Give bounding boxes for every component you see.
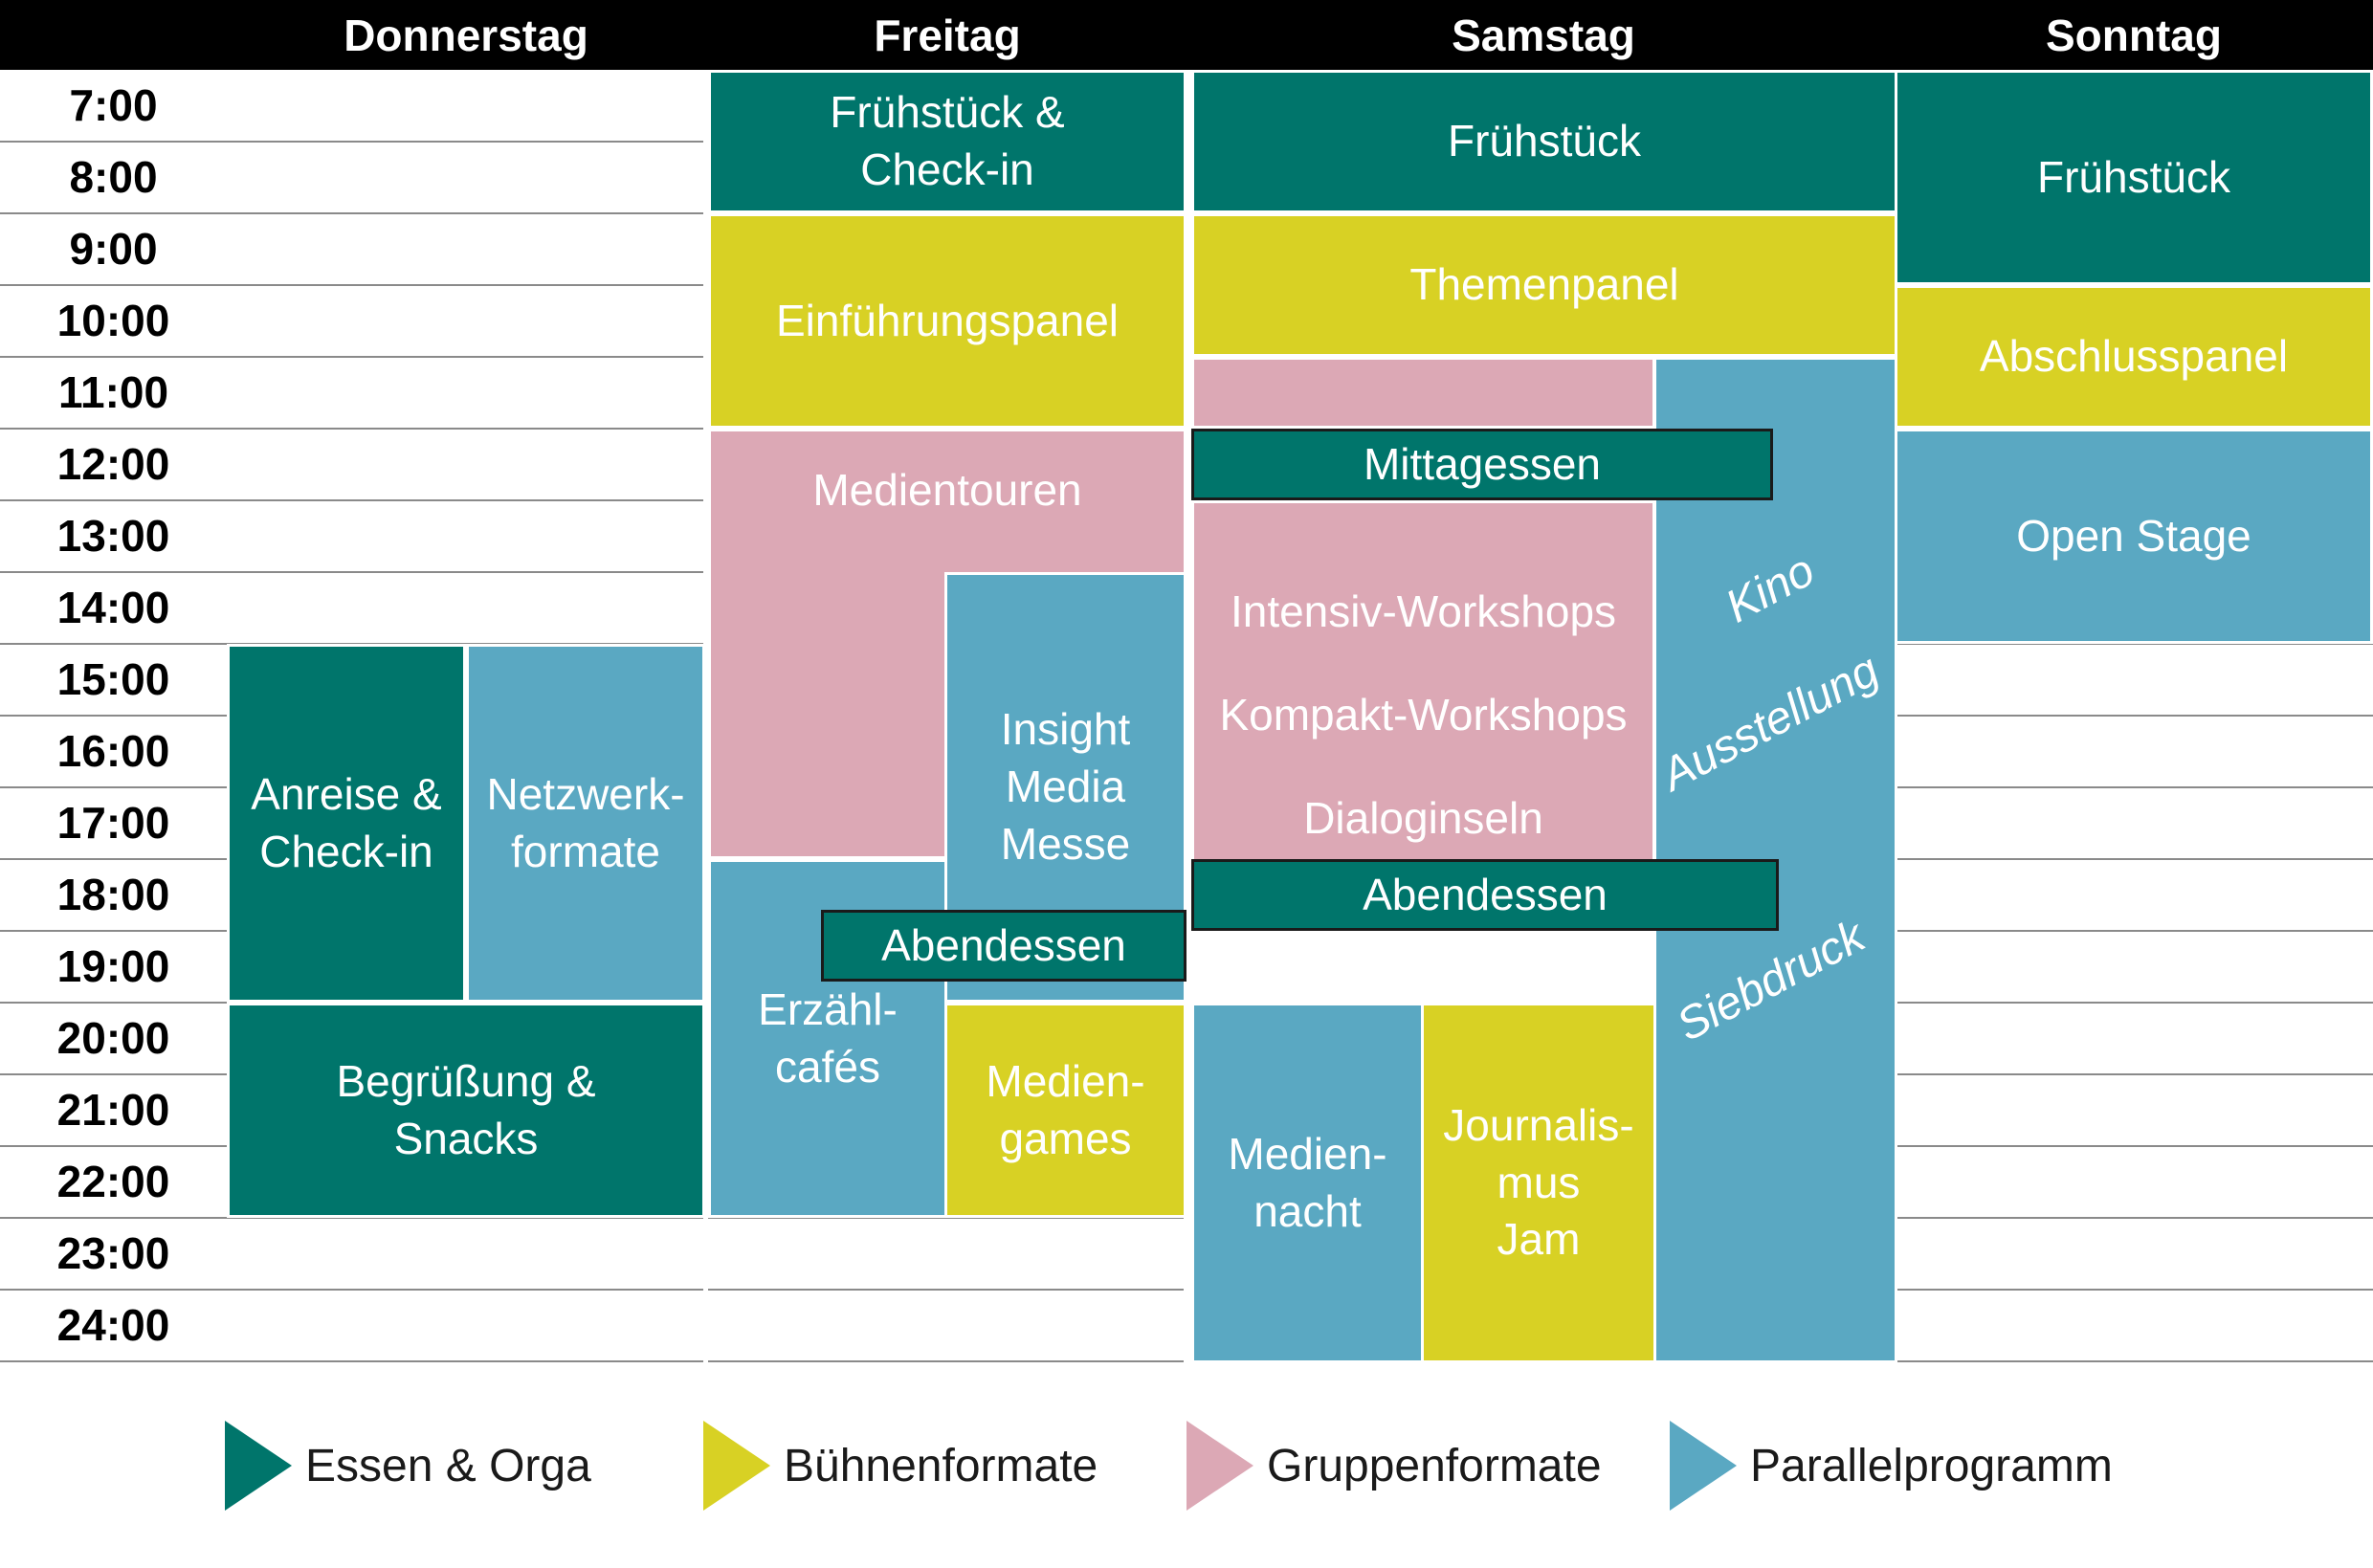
hour-gridline bbox=[0, 1289, 703, 1291]
hour-gridline bbox=[0, 499, 703, 501]
time-label: 7:00 bbox=[69, 80, 158, 130]
hour-gridline bbox=[0, 284, 703, 286]
time-label: 19:00 bbox=[56, 941, 170, 991]
block-label: Insight Media Messe bbox=[1000, 704, 1131, 869]
day-header-sonntag: Sonntag bbox=[2046, 11, 2222, 60]
hour-gridline bbox=[1890, 1002, 2373, 1004]
block-fr-mediengames: Medien- games bbox=[944, 1003, 1186, 1218]
hour-gridline bbox=[1890, 786, 2373, 788]
time-label: 17:00 bbox=[56, 798, 170, 848]
hour-gridline bbox=[1890, 1217, 2373, 1219]
block-label: Open Stage bbox=[2016, 510, 2251, 561]
hour-gridline bbox=[0, 571, 703, 573]
legend-triangle-icon bbox=[703, 1421, 770, 1511]
legend-triangle-icon bbox=[1670, 1421, 1737, 1511]
block-label: Netzwerk- formate bbox=[486, 768, 685, 876]
block-label-sa-kompakt: Kompakt-Workshops bbox=[1219, 690, 1628, 740]
hour-gridline bbox=[0, 141, 703, 143]
block-label: Abschlusspanel bbox=[1979, 331, 2289, 382]
legend-label: Parallelprogramm bbox=[1750, 1440, 2113, 1491]
hour-gridline bbox=[1890, 858, 2373, 860]
hour-gridline bbox=[0, 1360, 703, 1362]
hour-gridline bbox=[0, 428, 703, 430]
block-sa-themenpanel: Themenpanel bbox=[1191, 213, 1897, 357]
block-sa-mittagessen: Mittagessen bbox=[1191, 429, 1773, 500]
hour-gridline bbox=[1890, 1289, 2373, 1291]
block-sa-mediennacht: Medien- nacht bbox=[1191, 1003, 1424, 1363]
day-header-samstag: Samstag bbox=[1452, 11, 1635, 60]
time-label: 14:00 bbox=[56, 583, 170, 632]
block-sa-abendessen: Abendessen bbox=[1191, 859, 1779, 931]
time-label: 15:00 bbox=[56, 654, 170, 704]
block-do-anreise: Anreise & Check-in bbox=[227, 644, 466, 1003]
block-so-abschluss: Abschlusspanel bbox=[1895, 285, 2373, 429]
block-fr-fruehstueck: Frühstück & Check-in bbox=[708, 70, 1186, 213]
time-label: 18:00 bbox=[56, 870, 170, 919]
block-fr-abendessen: Abendessen bbox=[821, 910, 1186, 982]
hour-gridline bbox=[1890, 643, 2373, 645]
time-label: 13:00 bbox=[56, 511, 170, 561]
time-label: 16:00 bbox=[56, 726, 170, 776]
block-label: Journalis- mus Jam bbox=[1443, 1099, 1634, 1265]
day-header-donnerstag: Donnerstag bbox=[344, 11, 588, 60]
block-sa-fruehstueck: Frühstück bbox=[1191, 70, 1897, 213]
legend-item: Essen & Orga bbox=[225, 1421, 591, 1511]
block-label: Frühstück & Check-in bbox=[830, 87, 1065, 194]
time-label: 12:00 bbox=[56, 439, 170, 489]
block-so-fruehstueck: Frühstück bbox=[1895, 70, 2373, 285]
block-do-netzwerk: Netzwerk- formate bbox=[466, 644, 705, 1003]
hour-gridline bbox=[708, 1217, 1184, 1219]
time-label: 21:00 bbox=[56, 1085, 170, 1135]
block-sa-jam: Journalis- mus Jam bbox=[1421, 1003, 1656, 1363]
time-label: 8:00 bbox=[69, 152, 158, 202]
block-label: Mittagessen bbox=[1363, 438, 1601, 489]
block-label-sa-intensiv: Intensiv-Workshops bbox=[1230, 586, 1617, 637]
day-header-bar bbox=[0, 0, 2373, 70]
legend-label: Gruppenformate bbox=[1267, 1440, 1602, 1491]
legend-item: Parallelprogramm bbox=[1670, 1421, 2113, 1511]
legend-triangle-icon bbox=[1186, 1421, 1253, 1511]
block-label: Frühstück bbox=[1448, 116, 1641, 166]
time-label: 24:00 bbox=[56, 1300, 170, 1350]
block-label: Einführungspanel bbox=[775, 295, 1120, 345]
block-label-sa-dialog: Dialoginseln bbox=[1303, 792, 1543, 843]
block-label: Medien- nacht bbox=[1228, 1128, 1387, 1236]
legend-label: Bühnenformate bbox=[784, 1440, 1098, 1491]
legend-item: Bühnenformate bbox=[703, 1421, 1098, 1511]
time-label: 23:00 bbox=[56, 1228, 170, 1278]
block-do-begruessung: Begrüßung & Snacks bbox=[227, 1003, 705, 1218]
block-label: Abendessen bbox=[1363, 869, 1608, 919]
legend-label: Essen & Orga bbox=[305, 1440, 591, 1491]
block-label: Anreise & Check-in bbox=[251, 768, 442, 876]
legend-triangle-icon bbox=[225, 1421, 292, 1511]
block-label: Begrüßung & Snacks bbox=[336, 1055, 596, 1163]
time-label: 11:00 bbox=[57, 367, 169, 417]
hour-gridline bbox=[0, 356, 703, 358]
hour-gridline bbox=[0, 212, 703, 214]
time-label: 9:00 bbox=[69, 224, 158, 274]
block-label: Erzähl- cafés bbox=[758, 983, 898, 1092]
legend-item: Gruppenformate bbox=[1186, 1421, 1602, 1511]
hour-gridline bbox=[708, 1360, 1184, 1362]
time-label: 10:00 bbox=[56, 296, 170, 345]
block-so-openstage: Open Stage bbox=[1895, 429, 2373, 644]
block-label: Abendessen bbox=[881, 919, 1126, 970]
hour-gridline bbox=[1890, 1360, 2373, 1362]
hour-gridline bbox=[1890, 1145, 2373, 1147]
time-label: 22:00 bbox=[56, 1157, 170, 1206]
hour-gridline bbox=[1890, 1073, 2373, 1075]
hour-gridline bbox=[1890, 930, 2373, 932]
block-sa-gruppe-top bbox=[1191, 357, 1655, 429]
hour-gridline bbox=[708, 1289, 1184, 1291]
block-label: Medien- games bbox=[986, 1055, 1145, 1163]
block-label: Themenpanel bbox=[1409, 259, 1679, 310]
block-label: Medientouren bbox=[812, 465, 1082, 515]
hour-gridline bbox=[0, 1217, 703, 1219]
block-fr-einfuehrung: Einführungspanel bbox=[708, 213, 1186, 429]
time-label: 20:00 bbox=[56, 1013, 170, 1063]
block-label: Frühstück bbox=[2037, 151, 2230, 202]
day-header-freitag: Freitag bbox=[874, 11, 1021, 60]
hour-gridline bbox=[1890, 715, 2373, 717]
